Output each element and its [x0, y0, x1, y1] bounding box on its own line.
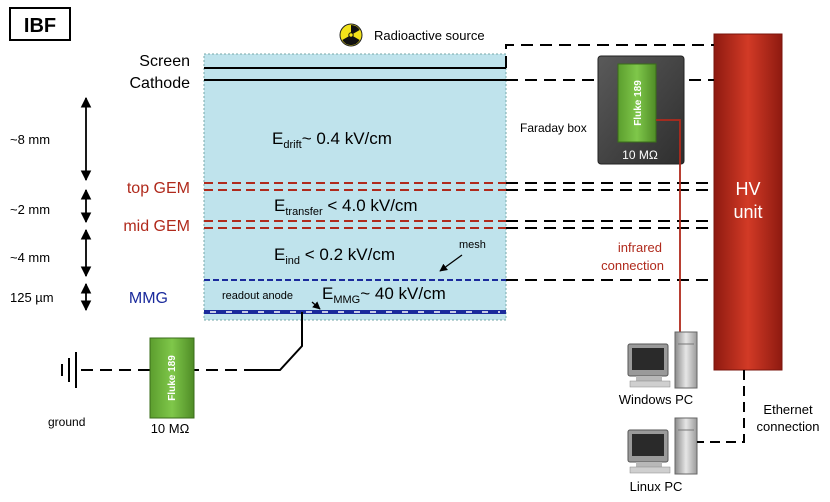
top-gem-label: top GEM [127, 180, 190, 197]
chamber [203, 53, 507, 321]
infrared-label-line2: connection [601, 258, 664, 273]
mesh-label: mesh [459, 239, 486, 251]
hv-unit [713, 33, 783, 371]
infrared-label-line1: infrared [618, 240, 662, 255]
faraday-box-label: Faraday box [520, 121, 587, 135]
transfer-field: Etransfer < 4.0 kV/cm [274, 196, 418, 218]
mmg-field: EMMG~ 40 kV/cm [322, 284, 446, 306]
meter-bottom-brand: Fluke 189 [167, 355, 178, 401]
infrared-cable [656, 119, 681, 340]
drift-field: Edrift~ 0.4 kV/cm [272, 129, 392, 151]
windows-pc-label: Windows PC [619, 392, 693, 407]
meter-top-resistance: 10 MΩ [622, 148, 658, 162]
hv-label-line2: unit [733, 202, 762, 222]
ground-label: ground [48, 415, 85, 429]
linux-pc-label: Linux PC [630, 479, 683, 494]
gap-induction-label: ~4 mm [10, 250, 50, 265]
fluke-meter-bottom: Fluke 189 [149, 337, 195, 419]
gap-transfer-label: ~2 mm [10, 202, 50, 217]
screen-label: Screen [139, 53, 190, 70]
gap-drift-label: ~8 mm [10, 132, 50, 147]
mesh-arrow [439, 254, 463, 272]
ground-icon [61, 352, 77, 388]
anode-lead [256, 312, 303, 371]
ibf-badge: IBF [9, 7, 71, 41]
readout-anode-label: readout anode [222, 290, 293, 302]
radioactive-icon [339, 23, 363, 47]
faraday-box: Fluke 189 10 MΩ [597, 55, 685, 165]
meter-top-brand: Fluke 189 [633, 80, 644, 126]
radioactive-source-label: Radioactive source [374, 28, 485, 43]
cathode-label: Cathode [130, 75, 191, 92]
mid-gem-label: mid GEM [123, 218, 190, 235]
ethernet-cable [697, 370, 745, 443]
windows-pc-icon [627, 331, 698, 389]
ethernet-label-line1: Ethernet [763, 402, 813, 417]
induction-field: Eind < 0.2 kV/cm [274, 245, 395, 267]
ethernet-label-line2: connection [757, 419, 820, 434]
meter-bottom-resistance: 10 MΩ [151, 421, 190, 436]
ibf-title: IBF [24, 15, 56, 37]
anode-arrow [311, 301, 321, 310]
mmg-label: MMG [129, 290, 168, 307]
hv-label-line1: HV [735, 179, 760, 199]
gap-amplification-label: 125 µm [10, 290, 54, 305]
linux-pc-icon [627, 417, 698, 475]
